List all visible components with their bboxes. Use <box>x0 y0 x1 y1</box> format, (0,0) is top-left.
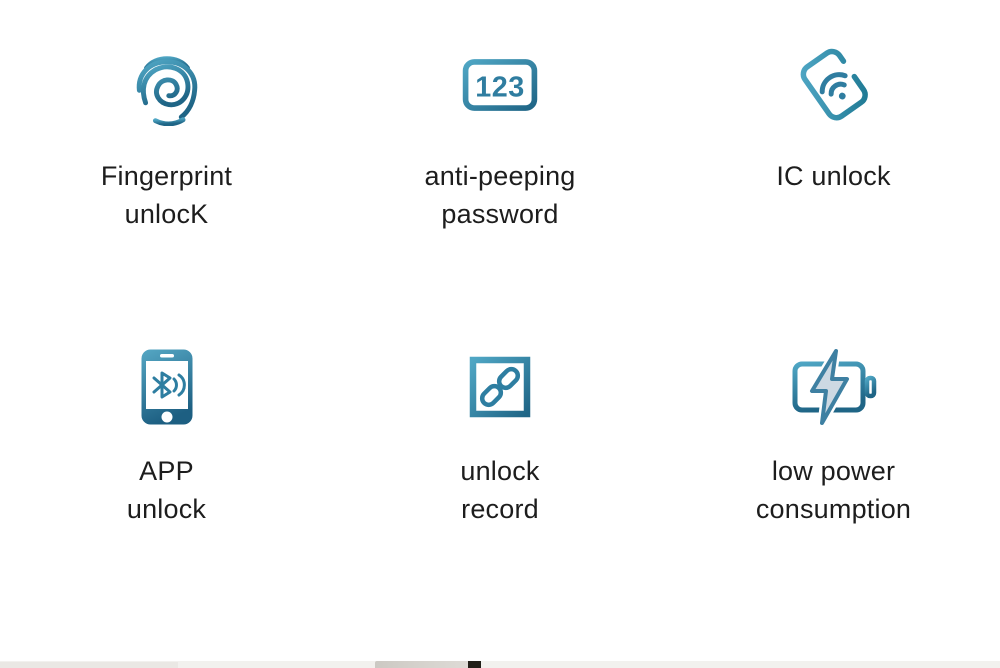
feature-label: unlock record <box>460 452 539 528</box>
feature-label: low power consumption <box>756 452 911 528</box>
feature-label-line1: low power <box>771 456 896 486</box>
feature-label-line2: unlock <box>126 494 207 524</box>
feature-anti-peeping-password: 123 anti-peeping password <box>333 45 667 233</box>
keypad-123-icon: 123 <box>462 45 538 125</box>
fingerprint-icon <box>129 45 205 126</box>
feature-row-1: Fingerprint unlocK 123 anti-peeping pass… <box>0 45 1000 233</box>
link-icon <box>469 348 531 426</box>
battery-lightning-icon <box>786 348 882 426</box>
feature-label-line1: IC unlock <box>776 161 891 191</box>
partial-image-gray-bar <box>375 661 468 668</box>
feature-label-line2: unlocK <box>124 199 209 229</box>
feature-label-line1: anti-peeping <box>424 161 576 191</box>
feature-label-line2: password <box>441 199 559 229</box>
feature-fingerprint-unlock: Fingerprint unlocK <box>0 45 333 233</box>
feature-row-2: APP unlock unlock record <box>0 348 1000 528</box>
feature-label-line2: record <box>461 494 539 524</box>
feature-low-power-consumption: low power consumption <box>667 348 1000 528</box>
phone-bluetooth-icon <box>140 348 194 426</box>
partial-image-dark-segment <box>468 661 481 668</box>
feature-label: IC unlock <box>776 157 890 195</box>
feature-label: anti-peeping password <box>424 157 575 233</box>
feature-label-line1: Fingerprint <box>100 161 233 191</box>
partial-next-section-strip <box>0 661 1000 668</box>
feature-label-line1: APP <box>139 456 194 486</box>
feature-app-unlock: APP unlock <box>0 348 333 528</box>
feature-label: Fingerprint unlocK <box>101 157 232 233</box>
feature-label: APP unlock <box>127 452 206 528</box>
feature-ic-unlock: IC unlock <box>667 45 1000 233</box>
feature-label-line2: consumption <box>755 494 912 524</box>
strip-left-shade <box>0 662 178 668</box>
keypad-digits: 123 <box>475 71 525 103</box>
ic-card-wifi-icon <box>790 45 878 125</box>
feature-unlock-record: unlock record <box>333 348 667 528</box>
feature-label-line1: unlock <box>460 456 540 486</box>
